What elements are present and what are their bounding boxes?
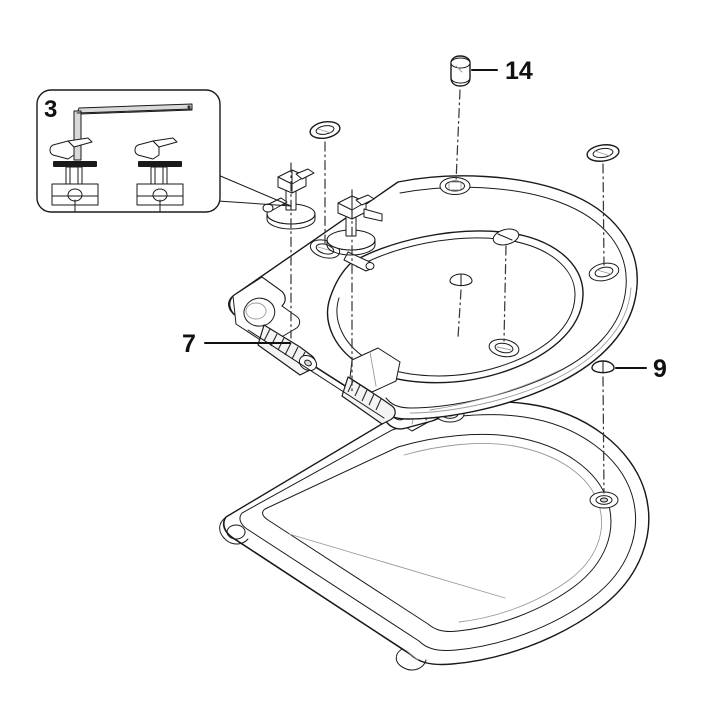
socket-bumper-top xyxy=(439,177,471,195)
socket-bumper-right xyxy=(588,262,620,282)
centerline-14 xyxy=(455,89,461,183)
bolt-clamp-right-icon xyxy=(134,137,184,213)
bolt-clamp-left-icon xyxy=(49,137,99,213)
part-clamp-bolt-left xyxy=(262,168,316,230)
inset-box-frame xyxy=(36,89,221,213)
inset-label-3: 3 xyxy=(44,96,57,123)
callout-14-group: 14 xyxy=(471,57,533,85)
callout-7-group: 7 xyxy=(182,330,291,358)
part-damper-cylinder-right xyxy=(341,376,396,425)
centerline-9 xyxy=(602,376,605,494)
seat-locating-pin xyxy=(343,251,375,272)
centerline-inner-oval xyxy=(503,245,507,342)
socket-bumper-lower-right xyxy=(488,338,520,358)
inner-bumper-round xyxy=(449,273,473,287)
callout-label-14: 14 xyxy=(505,57,533,85)
part-buffer-cap-14 xyxy=(450,55,471,87)
centerline-bumper-b xyxy=(602,163,605,266)
part-round-bumper-9 xyxy=(591,360,615,374)
inset-callout-box: 3 xyxy=(36,89,292,213)
part-lid-cover xyxy=(219,400,650,671)
part-clamp-bolt-right xyxy=(326,194,383,256)
centerline-inner-round xyxy=(457,289,462,339)
inner-bumper-oval xyxy=(492,228,520,246)
callout-label-9: 9 xyxy=(653,355,667,383)
part-oval-bumper-a xyxy=(309,121,341,139)
callout-label-7: 7 xyxy=(182,330,196,358)
callout-9-group: 9 xyxy=(615,355,667,383)
part-damper-cylinder-left xyxy=(257,324,318,376)
part-oval-bumper-b xyxy=(586,144,620,162)
alignment-centerlines xyxy=(290,89,605,494)
